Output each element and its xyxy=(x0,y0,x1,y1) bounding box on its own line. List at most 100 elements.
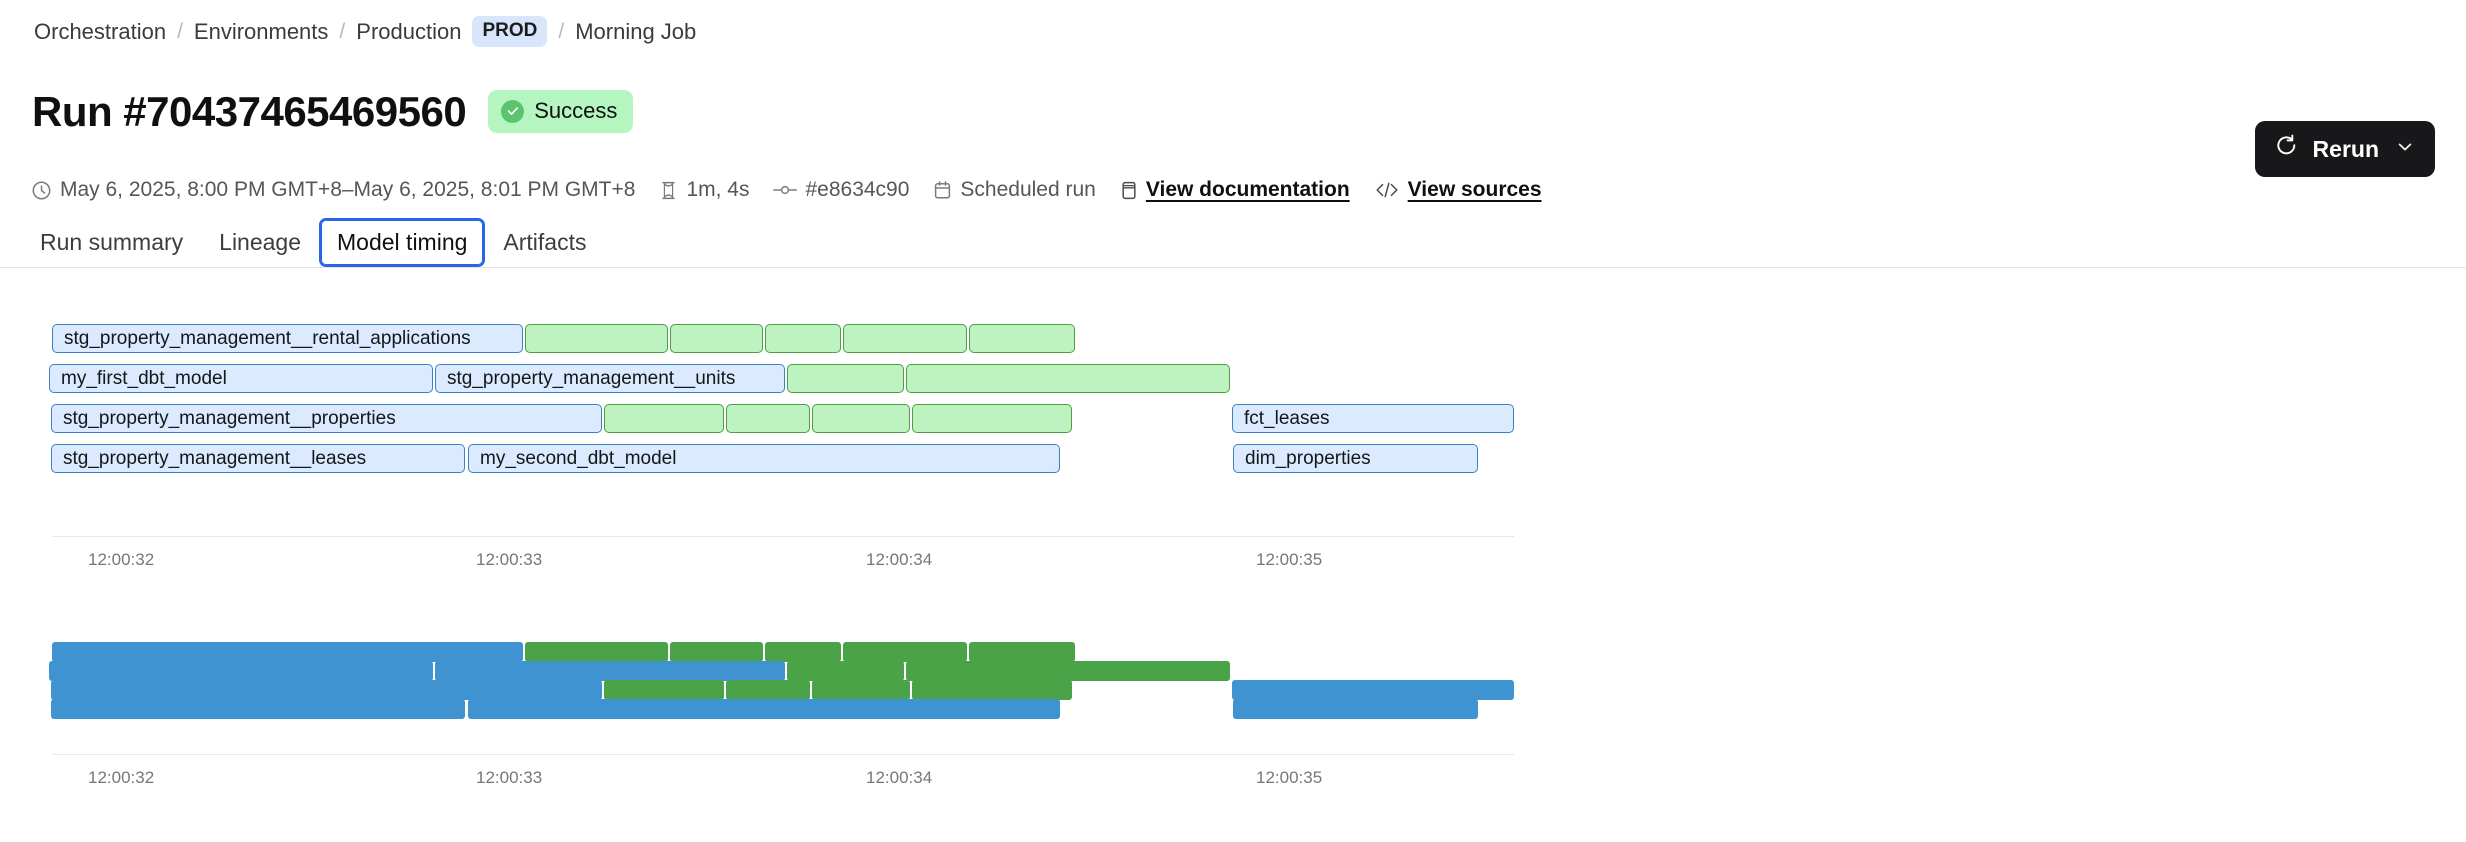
model-timing-detail-chart[interactable]: stg_property_management__rental_applicat… xyxy=(0,318,2466,598)
view-sources-link[interactable]: View sources xyxy=(1407,178,1542,201)
title-row: Run #70437465469560 Success xyxy=(32,87,634,135)
book-icon xyxy=(1120,180,1138,201)
breadcrumb-separator: / xyxy=(339,19,346,43)
gantt-bar-segment[interactable] xyxy=(787,364,904,393)
breadcrumb-separator: / xyxy=(558,19,565,43)
breadcrumb-item-morning-job[interactable]: Morning Job xyxy=(575,18,697,44)
model-timing-minimap-chart[interactable]: 12:00:32 12:00:33 12:00:34 12:00:35 xyxy=(0,640,2466,840)
detail-plot-area[interactable]: stg_property_management__rental_applicat… xyxy=(0,318,2466,533)
gantt-bar-segment[interactable] xyxy=(969,642,1075,662)
tab-bar-divider xyxy=(0,267,2466,268)
axis-tick-label: 12:00:32 xyxy=(88,768,155,787)
gantt-bar-segment[interactable] xyxy=(906,661,1230,681)
tab-lineage[interactable]: Lineage xyxy=(219,229,302,255)
gantt-bar-segment[interactable] xyxy=(765,324,841,353)
gantt-bar-segment[interactable] xyxy=(812,404,910,433)
view-documentation-link[interactable]: View documentation xyxy=(1145,178,1350,201)
gantt-bar-label: stg_property_management__leases xyxy=(63,447,367,469)
breadcrumb-badge-prod[interactable]: PROD xyxy=(472,16,548,47)
gantt-bar-segment[interactable] xyxy=(670,324,763,353)
gantt-bar-fct_leases[interactable]: fct_leases xyxy=(1232,404,1514,433)
gantt-bar-label: stg_property_management__properties xyxy=(63,407,396,429)
gantt-bar-label: my_second_dbt_model xyxy=(480,447,677,469)
detail-axis-line xyxy=(52,536,1514,537)
gantt-bar-segment[interactable] xyxy=(912,680,1072,700)
code-icon xyxy=(1374,181,1400,199)
meta-commit-label: #e8634c90 xyxy=(805,178,910,201)
status-badge-label: Success xyxy=(534,98,618,123)
gantt-bar-segment[interactable] xyxy=(906,364,1230,393)
calendar-icon xyxy=(933,180,952,201)
meta-timerange-label: May 6, 2025, 8:00 PM GMT+8–May 6, 2025, … xyxy=(60,178,636,201)
gantt-bar-segment[interactable] xyxy=(1233,699,1478,719)
breadcrumb-item-production[interactable]: Production xyxy=(356,18,462,44)
breadcrumb-separator: / xyxy=(177,19,183,43)
gantt-bar-segment[interactable] xyxy=(843,642,967,662)
meta-timerange: May 6, 2025, 8:00 PM GMT+8–May 6, 2025, … xyxy=(31,178,635,202)
gantt-bar-stg_property_management__leases[interactable]: stg_property_management__leases xyxy=(51,444,465,473)
axis-tick-label: 12:00:32 xyxy=(88,550,155,569)
breadcrumb-item-environments[interactable]: Environments xyxy=(193,18,329,44)
rerun-button-label: Rerun xyxy=(2312,135,2379,162)
gantt-bar-segment[interactable] xyxy=(525,642,668,662)
tab-artifacts[interactable]: Artifacts xyxy=(503,229,587,255)
gantt-bar-label: dim_properties xyxy=(1245,447,1371,469)
gantt-bar-segment[interactable] xyxy=(726,680,810,700)
rerun-button[interactable]: Rerun xyxy=(2254,121,2435,177)
meta-trigger-label: Scheduled run xyxy=(960,178,1096,201)
refresh-icon xyxy=(2275,134,2299,164)
gantt-bar-my_first_dbt_model[interactable]: my_first_dbt_model xyxy=(49,364,433,393)
gantt-bar-my_second_dbt_model[interactable]: my_second_dbt_model xyxy=(468,444,1060,473)
meta-documentation[interactable]: View documentation xyxy=(1120,178,1350,202)
tab-bar: Run summary Lineage Model timing Artifac… xyxy=(22,218,604,267)
tab-model-timing[interactable]: Model timing xyxy=(319,218,486,267)
gantt-bar-segment[interactable] xyxy=(468,699,1060,719)
tab-run-summary[interactable]: Run summary xyxy=(40,229,184,255)
gantt-bar-stg_property_management__units[interactable]: stg_property_management__units xyxy=(435,364,785,393)
page-title: Run #70437465469560 xyxy=(32,87,467,135)
meta-duration: 1m, 4s xyxy=(659,178,749,202)
axis-tick-label: 12:00:35 xyxy=(1256,550,1323,569)
gantt-bar-segment[interactable] xyxy=(843,324,967,353)
minimap-axis-line xyxy=(52,754,1514,755)
gantt-bar-segment[interactable] xyxy=(787,661,904,681)
gantt-bar-dim_properties[interactable]: dim_properties xyxy=(1233,444,1478,473)
gantt-bar-segment[interactable] xyxy=(525,324,668,353)
gantt-bar-segment[interactable] xyxy=(812,680,910,700)
gantt-bar-segment[interactable] xyxy=(604,680,724,700)
gantt-bar-segment[interactable] xyxy=(604,404,724,433)
axis-tick-label: 12:00:34 xyxy=(866,550,933,569)
gantt-bar-stg_property_management__properties[interactable]: stg_property_management__properties xyxy=(51,404,602,433)
meta-sources[interactable]: View sources xyxy=(1374,178,1542,202)
gantt-bar-segment[interactable] xyxy=(912,404,1072,433)
meta-trigger: Scheduled run xyxy=(933,178,1096,202)
meta-commit: #e8634c90 xyxy=(773,178,909,202)
breadcrumb-item-orchestration[interactable]: Orchestration xyxy=(34,18,167,44)
gantt-bar-segment[interactable] xyxy=(1232,680,1514,700)
meta-duration-label: 1m, 4s xyxy=(686,178,750,201)
check-icon xyxy=(501,99,525,123)
gantt-bar-label: stg_property_management__rental_applicat… xyxy=(64,327,471,349)
gantt-bar-segment[interactable] xyxy=(52,642,523,662)
axis-tick-label: 12:00:33 xyxy=(476,768,543,787)
breadcrumb: Orchestration / Environments / Productio… xyxy=(34,16,696,47)
status-badge: Success xyxy=(488,90,634,133)
gantt-bar-segment[interactable] xyxy=(51,699,465,719)
gantt-bar-segment[interactable] xyxy=(670,642,763,662)
gantt-bar-segment[interactable] xyxy=(51,680,602,700)
gantt-bar-segment[interactable] xyxy=(435,661,785,681)
axis-tick-label: 12:00:34 xyxy=(866,768,933,787)
hourglass-icon xyxy=(659,180,678,201)
axis-tick-label: 12:00:33 xyxy=(476,550,543,569)
gantt-bar-label: fct_leases xyxy=(1244,407,1330,429)
gantt-bar-stg_property_management__rental_applications[interactable]: stg_property_management__rental_applicat… xyxy=(52,324,523,353)
axis-tick-label: 12:00:35 xyxy=(1256,768,1323,787)
chevron-down-icon[interactable] xyxy=(2395,136,2415,163)
commit-icon xyxy=(773,183,798,197)
gantt-bar-segment[interactable] xyxy=(726,404,810,433)
minimap-plot-area[interactable] xyxy=(0,640,2466,752)
gantt-bar-segment[interactable] xyxy=(969,324,1075,353)
gantt-bar-segment[interactable] xyxy=(765,642,841,662)
gantt-bar-segment[interactable] xyxy=(49,661,433,681)
gantt-bar-label: my_first_dbt_model xyxy=(61,367,227,389)
